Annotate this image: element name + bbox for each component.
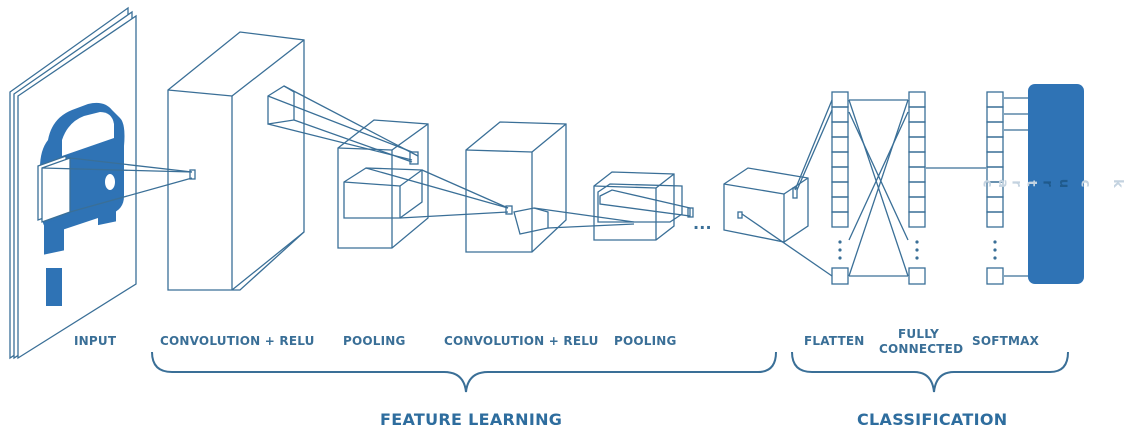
conv1-volume: [167, 31, 305, 291]
output-letter: r: [1008, 180, 1024, 187]
neuron-cell: [986, 196, 1004, 213]
neuron-cell: [908, 151, 926, 168]
neuron-cell: [986, 136, 1004, 153]
label-connected: CONNECTED: [879, 342, 964, 356]
label-conv1: CONVOLUTION + RELU: [160, 334, 315, 348]
neuron-cell: [908, 91, 926, 108]
neuron-cell: [831, 121, 849, 138]
label-conv2: CONVOLUTION + RELU: [444, 334, 599, 348]
label-softmax: SOFTMAX: [972, 334, 1040, 348]
output-panel: [1028, 84, 1084, 284]
neuron-cell: [908, 181, 926, 198]
fully-connected-column: [908, 91, 926, 285]
output-letter: c: [1077, 179, 1093, 188]
classification-brace: [791, 351, 1069, 393]
neuron-cell: [831, 211, 849, 228]
output-connectors: [1004, 97, 1030, 277]
neuron-cell: [908, 121, 926, 138]
last-conv-volume: [723, 167, 809, 243]
label-pool1: POOLING: [343, 334, 406, 348]
neuron-cell: [908, 166, 926, 183]
label-flatten: FLATTEN: [804, 334, 865, 348]
neuron-cell: [831, 181, 849, 198]
neuron-cell: [986, 106, 1004, 123]
neuron-cell: [986, 151, 1004, 168]
label-input: INPUT: [74, 334, 117, 348]
neuron-cell: [986, 121, 1004, 138]
dense-connections: [848, 99, 986, 277]
vertical-ellipsis-dots: [838, 240, 997, 260]
neuron-cell: [831, 196, 849, 213]
output-letter: c: [979, 179, 995, 188]
layer-ellipsis: ...: [693, 214, 712, 233]
neuron-cell: [831, 166, 849, 183]
neuron-cell-last: [986, 267, 1004, 285]
neuron-cell: [831, 106, 849, 123]
pool2-volume: [593, 171, 691, 241]
softmax-column: [986, 91, 1004, 285]
neuron-cell: [908, 196, 926, 213]
neuron-cell: [831, 151, 849, 168]
group-feature-learning: FEATURE LEARNING: [380, 410, 563, 429]
neuron-cell: [908, 211, 926, 228]
output-letter: t: [1023, 180, 1039, 187]
group-classification: CLASSIFICATION: [857, 410, 1008, 429]
neuron-cell: [831, 136, 849, 153]
neuron-cell-last: [908, 267, 926, 285]
neuron-cell: [986, 91, 1004, 108]
neuron-cell: [831, 91, 849, 108]
conv2-volume: [465, 121, 567, 253]
neuron-cell-last: [831, 267, 849, 285]
neuron-cell: [908, 136, 926, 153]
flatten-column: [831, 91, 849, 285]
neuron-cell: [908, 106, 926, 123]
neuron-cell: [986, 211, 1004, 228]
output-letter: r: [1039, 180, 1055, 187]
output-letter: k: [1109, 179, 1125, 188]
label-fully: FULLY: [898, 327, 940, 341]
output-letter: a: [994, 179, 1010, 188]
label-pool2: POOLING: [614, 334, 677, 348]
feature-learning-brace: [151, 351, 777, 393]
output-letter: u: [1056, 178, 1072, 189]
pool1-volume: [337, 119, 429, 249]
